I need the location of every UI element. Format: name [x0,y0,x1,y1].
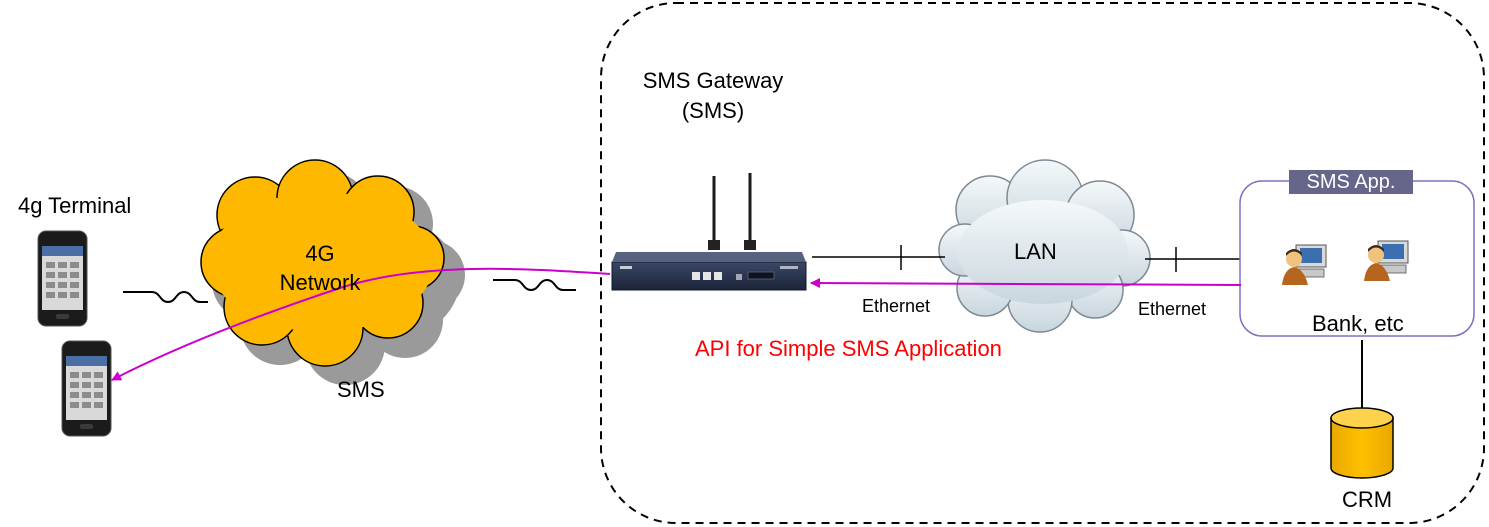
terminal-label: 4g Terminal [18,193,132,218]
crm-label: CRM [1342,487,1393,512]
network-label-line1: 4G [305,241,335,266]
ethernet-label-left: Ethernet [862,296,931,316]
network-sms-label: SMS [337,377,385,402]
phone-icon [61,340,112,437]
gateway-boundary [600,2,1485,524]
sms-gateway-device-icon [611,173,807,291]
app-label: Bank, etc [1312,311,1404,336]
phone-icon [37,230,88,327]
gateway-title: SMS Gateway (SMS) [643,66,784,126]
user-workstation-icon [1282,244,1327,285]
crm-database-icon [1330,407,1394,479]
network-label-line2: Network [279,270,361,295]
network-cloud-fill [210,192,434,332]
gateway-title-line2: (SMS) [681,98,745,123]
user-workstation-icon [1364,240,1409,281]
lan-label: LAN [1014,239,1057,264]
message-arrow-app-to-gateway [810,278,1242,289]
gateway-title-line1: SMS Gateway [642,68,784,93]
lan-cloud-fill [958,200,1128,304]
sms-app-tag-bg [1289,170,1413,194]
message-arrow-gateway-to-phone [111,267,611,381]
sms-app-tag: SMS App. [1306,171,1396,193]
ethernet-label-right: Ethernet [1138,299,1207,319]
wireless-link-right [493,278,576,292]
api-label: API for Simple SMS Application [695,336,1002,361]
wireless-link-left [123,290,208,304]
